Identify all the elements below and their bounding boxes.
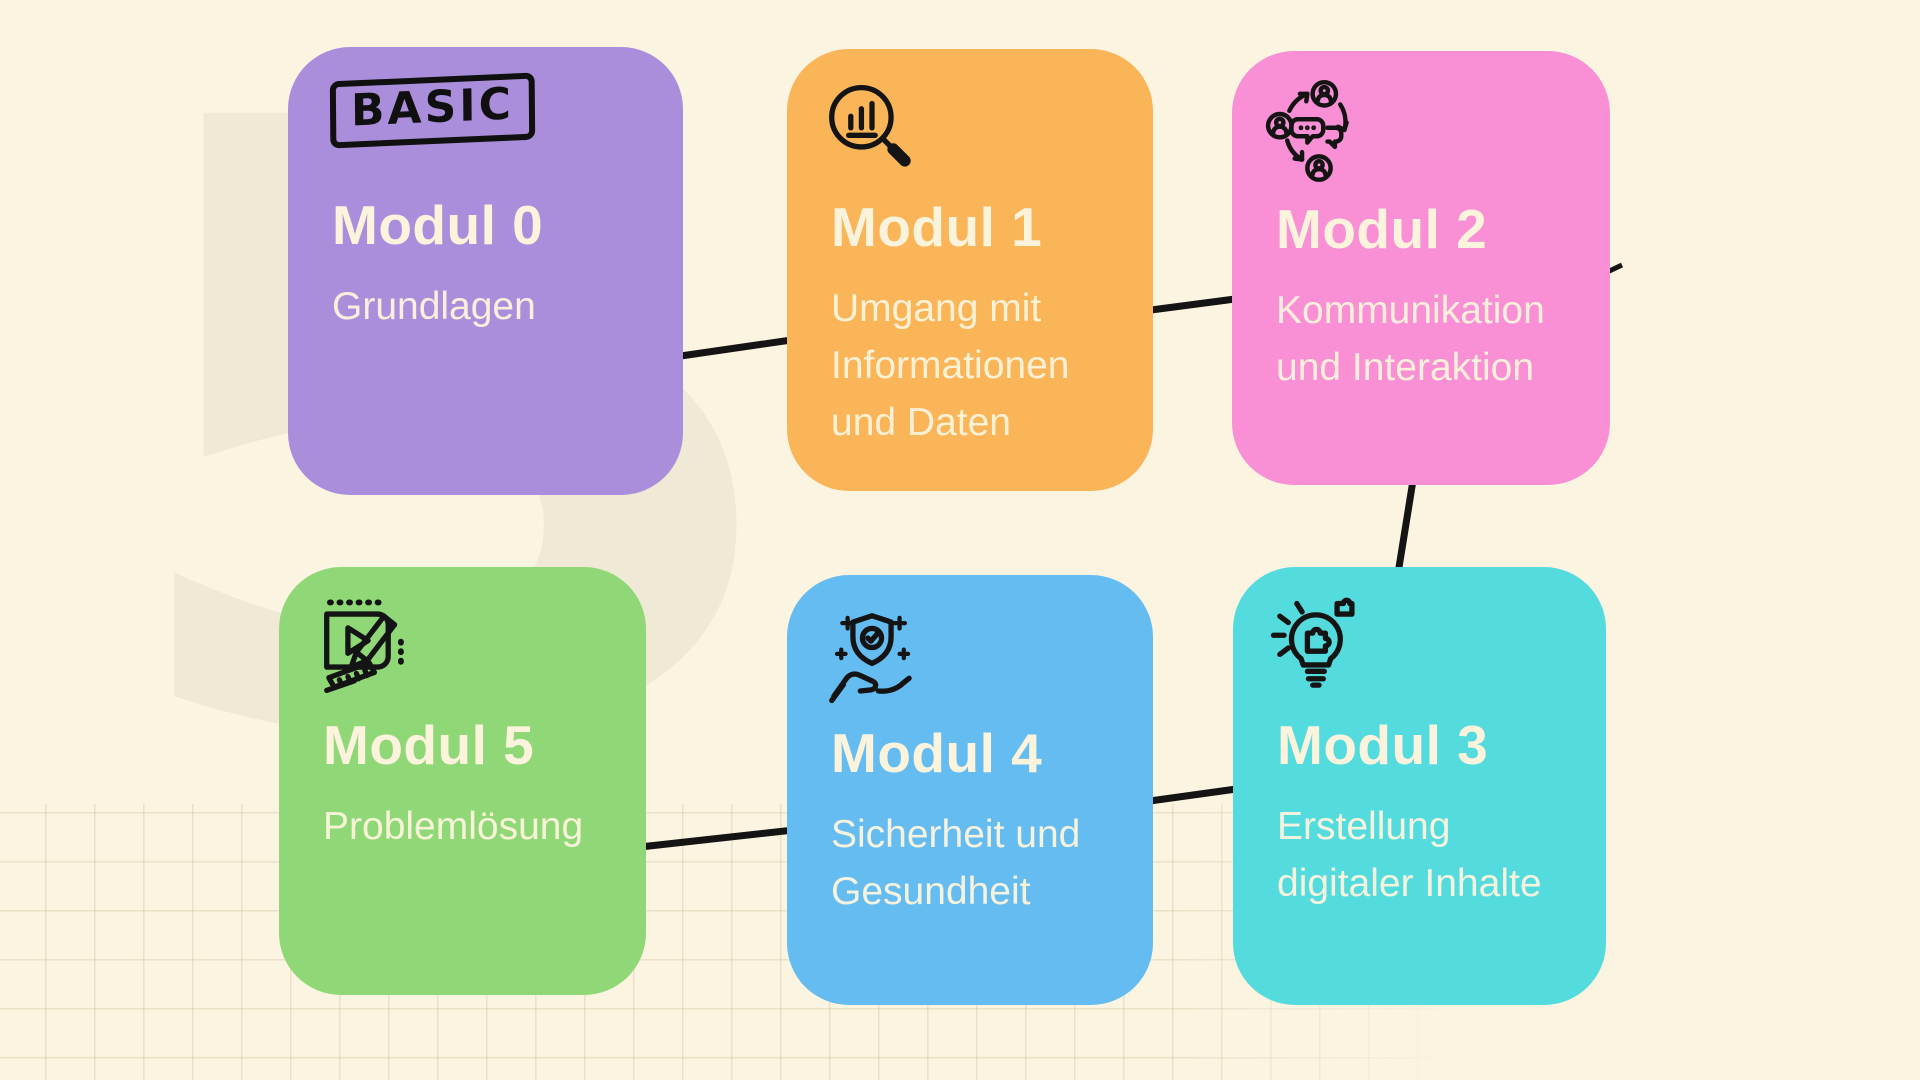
shield-hand-icon [829, 613, 912, 704]
module-card-modul-4: Modul 4 Sicherheit und Gesundheit [787, 575, 1153, 1005]
module-subtitle: Umgang mit Informationen und Daten [831, 286, 1070, 445]
connector-m4-m5 [621, 824, 813, 853]
module-card-modul-5: Modul 5 Problemlösung [279, 567, 646, 995]
module-card-modul-0: BASIC Modul 0 Grundlagen [288, 47, 683, 495]
video-edit-icon [324, 599, 404, 694]
module-title: Modul 5 [323, 714, 535, 776]
people-communication-icon [1265, 79, 1349, 182]
module-card-modul-3: Modul 3 Erstellung digitaler Inhalte [1233, 567, 1606, 1005]
module-subtitle: Sicherheit und Gesundheit [831, 812, 1081, 913]
basic-badge: BASIC [329, 72, 536, 149]
module-card-modul-1: Modul 1 Umgang mit Informationen und Dat… [787, 49, 1153, 491]
idea-puzzle-icon [1270, 597, 1355, 688]
connector-m2-m3 [1392, 467, 1419, 587]
module-title: Modul 4 [831, 722, 1043, 784]
module-title: Modul 2 [1276, 198, 1488, 260]
module-subtitle: Erstellung digitaler Inhalte [1277, 804, 1542, 905]
background-grid [0, 804, 1468, 1080]
module-subtitle: Kommunikation und Interaktion [1276, 288, 1545, 389]
module-subtitle: Problemlösung [323, 804, 584, 848]
connector-m0-m1 [659, 333, 813, 363]
module-subtitle: Grundlagen [332, 284, 536, 328]
module-title: Modul 3 [1277, 714, 1489, 776]
module-title: Modul 1 [831, 196, 1043, 258]
module-card-modul-2: Modul 2 Kommunikation und Interaktion [1232, 51, 1610, 485]
module-title: Modul 0 [332, 194, 544, 256]
search-chart-icon [829, 84, 911, 167]
